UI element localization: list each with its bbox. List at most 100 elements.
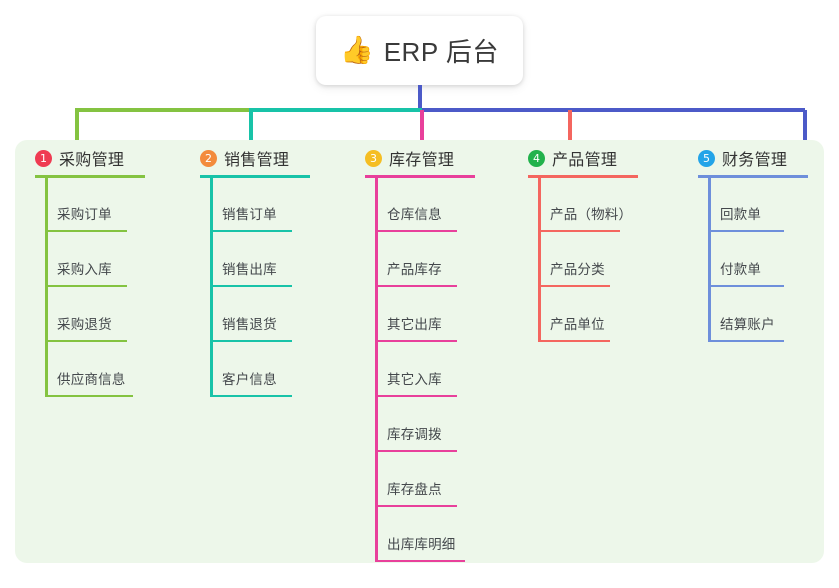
list-item-label: 产品单位 (550, 317, 605, 332)
branch-column-2: 2 销售管理销售订单销售出库销售退货客户信息 (190, 140, 350, 397)
list-item[interactable]: 客户信息 (190, 342, 350, 397)
list-item-rule (538, 230, 620, 232)
page-title: ERP 后台 (383, 37, 499, 67)
list-item[interactable]: 供应商信息 (25, 342, 185, 397)
branch-header-2[interactable]: 2 销售管理 (190, 140, 350, 176)
branch-number-badge: 5 (698, 149, 715, 167)
list-item-rule (210, 395, 292, 397)
branch-spine (708, 177, 711, 342)
list-item-label: 结算账户 (720, 317, 775, 332)
branch-item-list: 仓库信息产品库存其它出库其它入库库存调拨库存盘点出库库明细 (355, 177, 515, 562)
list-item[interactable]: 销售出库 (190, 232, 350, 287)
list-item-rule (45, 395, 133, 397)
list-item[interactable]: 回款单 (688, 177, 839, 232)
drop-product (568, 110, 572, 140)
list-item[interactable]: 采购订单 (25, 177, 185, 232)
branch-item-list: 回款单付款单结算账户 (688, 177, 839, 342)
list-item-label: 采购退货 (57, 317, 112, 332)
branch-number-badge: 1 (35, 149, 52, 167)
list-item-label: 销售订单 (222, 207, 277, 222)
list-item-rule (708, 230, 784, 232)
branch-header-rule (35, 175, 145, 178)
branch-number-badge: 2 (200, 149, 217, 167)
list-item-rule (210, 285, 292, 287)
branch-spine (45, 177, 48, 397)
branch-number-badge: 3 (365, 149, 382, 167)
branch-spine (210, 177, 213, 397)
branch-item-list: 产品（物料） 产品分类产品单位 (518, 177, 678, 342)
list-item-rule (210, 230, 292, 232)
list-item-rule (708, 340, 784, 342)
list-item-label: 回款单 (720, 207, 762, 222)
list-item-label: 客户信息 (222, 372, 277, 387)
list-item[interactable]: 销售订单 (190, 177, 350, 232)
list-item-label: 其它入库 (387, 372, 442, 387)
list-item[interactable]: 付款单 (688, 232, 839, 287)
list-item[interactable]: 库存调拨 (355, 397, 515, 452)
list-item-rule (538, 285, 610, 287)
list-item-label: 库存盘点 (387, 482, 442, 497)
branch-spine (538, 177, 541, 342)
list-item[interactable]: 出库库明细 (355, 507, 515, 562)
branch-number-badge: 4 (528, 149, 545, 167)
drop-purchase (75, 110, 79, 140)
list-item-rule (45, 340, 127, 342)
branch-header-4[interactable]: 4 产品管理 (518, 140, 678, 176)
list-item-label: 产品分类 (550, 262, 605, 277)
list-item[interactable]: 采购退货 (25, 287, 185, 342)
list-item-label: 供应商信息 (57, 372, 126, 387)
branch-spine (375, 177, 378, 562)
list-item-rule (375, 505, 457, 507)
branch-header-rule (200, 175, 310, 178)
list-item[interactable]: 其它出库 (355, 287, 515, 342)
list-item-label: 付款单 (720, 262, 762, 277)
list-item[interactable]: 产品库存 (355, 232, 515, 287)
list-item-label: 采购入库 (57, 262, 112, 277)
list-item-label: 出库库明细 (387, 537, 456, 552)
root-node-card[interactable]: 👍 ERP 后台 (316, 16, 523, 85)
segment-blue (422, 108, 805, 112)
list-item[interactable]: 仓库信息 (355, 177, 515, 232)
list-item[interactable]: 结算账户 (688, 287, 839, 342)
branch-column-4: 4 产品管理产品（物料） 产品分类产品单位 (518, 140, 678, 342)
list-item[interactable]: 产品单位 (518, 287, 678, 342)
list-item-rule (375, 450, 457, 452)
list-item-label: 产品（物料） (550, 207, 633, 222)
list-item-label: 其它出库 (387, 317, 442, 332)
list-item[interactable]: 产品（物料） (518, 177, 678, 232)
drop-finance (803, 110, 807, 140)
list-item-label: 仓库信息 (387, 207, 442, 222)
list-item[interactable]: 销售退货 (190, 287, 350, 342)
list-item[interactable]: 库存盘点 (355, 452, 515, 507)
list-item-rule (375, 340, 457, 342)
list-item[interactable]: 采购入库 (25, 232, 185, 287)
list-item-label: 采购订单 (57, 207, 112, 222)
list-item-label: 销售退货 (222, 317, 277, 332)
list-item-rule (708, 285, 784, 287)
branch-item-list: 采购订单采购入库采购退货供应商信息 (25, 177, 185, 397)
drop-inventory (420, 110, 424, 140)
branch-item-list: 销售订单销售出库销售退货客户信息 (190, 177, 350, 397)
branch-title: 库存管理 (389, 152, 455, 169)
list-item-label: 销售出库 (222, 262, 277, 277)
list-item-rule (375, 230, 457, 232)
list-item[interactable]: 产品分类 (518, 232, 678, 287)
root-stem-connector (418, 85, 422, 110)
branch-header-3[interactable]: 3 库存管理 (355, 140, 515, 176)
thumbs-up-icon: 👍 (340, 35, 374, 65)
list-item-rule (45, 285, 127, 287)
list-item[interactable]: 其它入库 (355, 342, 515, 397)
branch-title: 销售管理 (224, 152, 290, 169)
list-item-label: 库存调拨 (387, 427, 442, 442)
segment-teal (249, 108, 422, 112)
list-item-rule (210, 340, 292, 342)
branch-column-3: 3 库存管理仓库信息产品库存其它出库其它入库库存调拨库存盘点出库库明细 (355, 140, 515, 562)
branch-title: 产品管理 (552, 152, 618, 169)
segment-green (75, 108, 249, 112)
